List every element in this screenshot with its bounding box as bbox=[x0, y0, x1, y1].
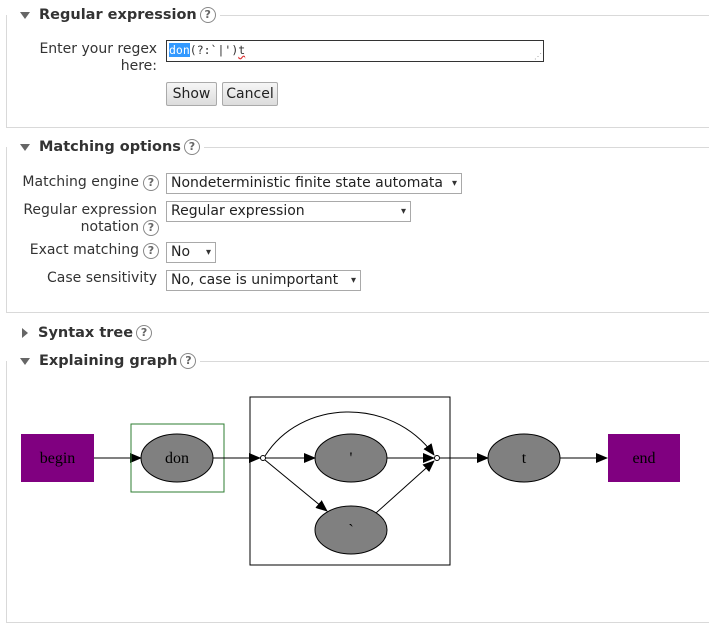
regex-label: Enter your regex here: bbox=[39, 41, 157, 74]
graph-node-don bbox=[140, 433, 214, 483]
regex-text-rest: (?:`|') bbox=[189, 43, 239, 57]
graph-node-end bbox=[608, 434, 680, 482]
graph-node-t bbox=[487, 433, 561, 483]
graph-node-backtick bbox=[314, 505, 388, 555]
graph-edge bbox=[375, 460, 435, 514]
graph-node-backtick-label: ` bbox=[348, 522, 353, 539]
engine-select[interactable]: Nondeterministic finite state automata ▾ bbox=[166, 173, 462, 194]
collapse-triangle-icon bbox=[20, 357, 30, 365]
notation-select[interactable]: Regular expression ▾ bbox=[166, 201, 411, 222]
section-regex-title: Regular expression bbox=[39, 7, 197, 23]
collapse-triangle-icon bbox=[20, 11, 30, 19]
graph-node-quote bbox=[314, 433, 388, 483]
section-syntax-tree-legend[interactable]: Syntax tree ? bbox=[20, 325, 157, 341]
section-graph-title: Explaining graph bbox=[39, 353, 178, 369]
exact-label: Exact matching bbox=[29, 242, 139, 258]
resize-grip-icon[interactable]: ⋰ bbox=[534, 52, 542, 61]
section-graph-legend[interactable]: Explaining graph ? bbox=[20, 353, 201, 369]
graph-junction-split bbox=[260, 455, 266, 461]
help-icon[interactable]: ? bbox=[143, 243, 159, 259]
section-matching-legend[interactable]: Matching options ? bbox=[20, 139, 204, 155]
exact-select[interactable]: No ▾ bbox=[166, 242, 216, 263]
engine-label: Matching engine bbox=[22, 174, 139, 190]
chevron-down-icon: ▾ bbox=[451, 178, 457, 189]
notation-label: Regular expression notation bbox=[23, 202, 157, 235]
regex-text-tail: t bbox=[238, 43, 246, 57]
graph-node-t-label: t bbox=[522, 450, 527, 467]
graph-node-don-label: don bbox=[165, 450, 189, 467]
graph-group-don bbox=[130, 423, 225, 493]
case-label: Case sensitivity bbox=[46, 270, 157, 286]
graph-edge bbox=[264, 459, 328, 512]
regex-selected-text: don bbox=[169, 43, 190, 57]
graph-group-alternation bbox=[249, 396, 451, 566]
expand-triangle-icon bbox=[22, 328, 28, 338]
graph-node-begin-label: begin bbox=[40, 450, 76, 467]
section-regex-legend[interactable]: Regular expression ? bbox=[20, 7, 220, 23]
help-icon[interactable]: ? bbox=[143, 220, 159, 236]
graph-edge bbox=[264, 411, 435, 457]
graph-node-end-label: end bbox=[632, 450, 655, 467]
chevron-down-icon: ▾ bbox=[350, 275, 356, 286]
help-icon[interactable]: ? bbox=[143, 175, 159, 191]
graph-node-begin bbox=[21, 434, 94, 482]
graph-node-quote-label: ' bbox=[350, 450, 353, 467]
cancel-button[interactable]: Cancel bbox=[222, 82, 278, 106]
chevron-down-icon: ▾ bbox=[205, 247, 211, 258]
help-icon[interactable]: ? bbox=[183, 139, 200, 155]
graph-junction-join bbox=[434, 455, 440, 461]
help-icon[interactable]: ? bbox=[136, 325, 153, 341]
help-icon[interactable]: ? bbox=[199, 7, 216, 23]
section-syntax-title: Syntax tree bbox=[38, 325, 134, 341]
chevron-down-icon: ▾ bbox=[400, 206, 406, 217]
collapse-triangle-icon bbox=[20, 143, 30, 151]
regex-input[interactable]: don(?:`|')t ⋰ bbox=[166, 40, 544, 62]
help-icon[interactable]: ? bbox=[180, 353, 197, 369]
case-select[interactable]: No, case is unimportant ▾ bbox=[166, 270, 361, 291]
show-button[interactable]: Show bbox=[166, 82, 217, 106]
section-matching-title: Matching options bbox=[39, 139, 181, 155]
